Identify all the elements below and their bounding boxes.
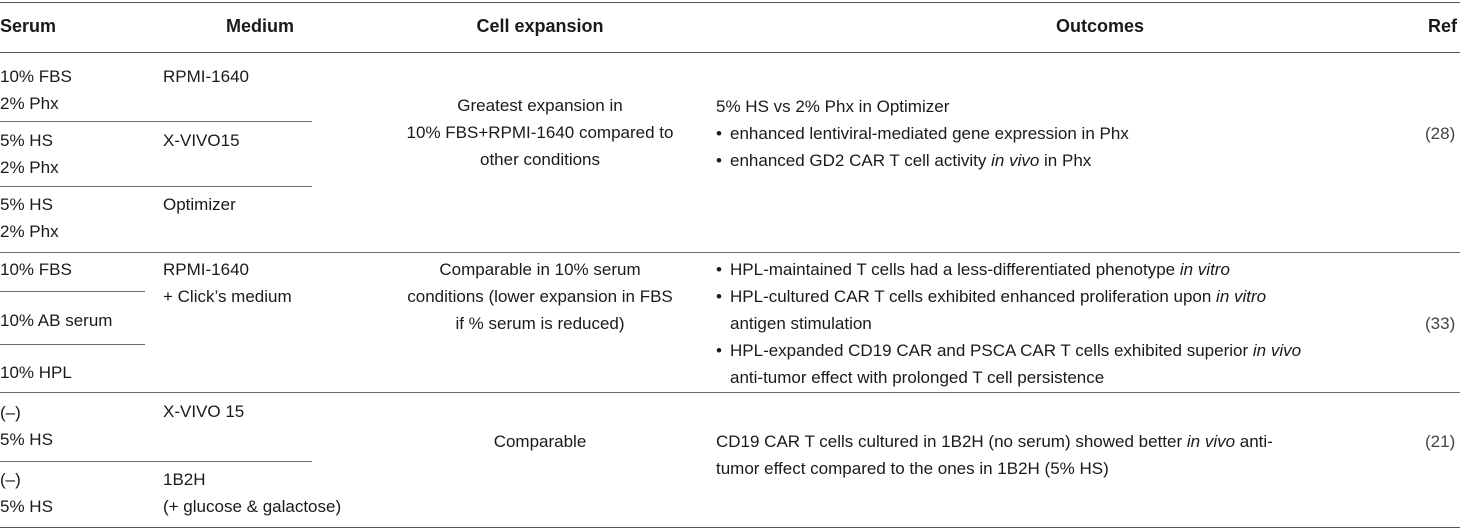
row3-cell-expansion: Comparable	[493, 432, 587, 451]
row2-bottom-rule	[0, 392, 1460, 393]
table-bottom-rule	[0, 527, 1460, 528]
header-serum: Serum	[0, 16, 57, 36]
row3-outcomes: CD19 CAR T cells cultured in 1B2H (no se…	[716, 432, 1273, 478]
header-medium: Medium	[226, 16, 295, 36]
header-cell-expansion: Cell expansion	[476, 16, 604, 36]
row1-outcome-bullet-1: enhanced lentiviral-mediated gene expres…	[716, 120, 1129, 147]
row3-medium-2: 1B2H (+ glucose & galactose)	[163, 470, 342, 516]
row2-ref: (33)	[1425, 314, 1456, 333]
row3-medium-1: X-VIVO 15	[163, 402, 245, 421]
row2-serum-2: 10% AB serum	[0, 311, 113, 330]
row1-outcome-bullet-2: enhanced GD2 CAR T cell activity in vivo…	[716, 147, 1129, 174]
table-top-rule	[0, 2, 1460, 3]
row1-ref: (28)	[1425, 124, 1456, 143]
header-outcomes: Outcomes	[1055, 16, 1145, 36]
row1-cell-expansion: Greatest expansion in 10% FBS+RPMI-1640 …	[406, 96, 674, 169]
header-bottom-rule	[0, 52, 1460, 53]
row1-bottom-rule	[0, 252, 1460, 253]
row2-outcome-bullet-1: HPL-maintained T cells had a less-differ…	[716, 256, 1301, 283]
row2-outcomes: HPL-maintained T cells had a less-differ…	[716, 256, 1301, 391]
row2-serum-1: 10% FBS	[0, 260, 72, 279]
row1-outcomes: 5% HS vs 2% Phx in Optimizer enhanced le…	[716, 93, 1129, 174]
row1-subdivider-2	[0, 186, 312, 187]
row3-serum-2: (–) 5% HS	[0, 470, 53, 516]
row1-subdivider-1	[0, 121, 312, 122]
row1-medium-3: Optimizer	[163, 195, 236, 214]
row2-serum-3: 10% HPL	[0, 363, 72, 382]
row2-subdivider-1	[0, 291, 145, 292]
row2-subdivider-2	[0, 344, 145, 345]
row2-outcome-bullet-2: HPL-cultured CAR T cells exhibited enhan…	[716, 283, 1301, 337]
row1-serum-2: 5% HS 2% Phx	[0, 131, 59, 177]
row2-medium: RPMI-1640 + Click’s medium	[163, 260, 292, 306]
row3-subdivider-1	[0, 461, 312, 462]
row1-serum-3: 5% HS 2% Phx	[0, 195, 59, 241]
row2-cell-expansion: Comparable in 10% serum conditions (lowe…	[407, 260, 673, 333]
row1-medium-1: RPMI-1640	[163, 67, 249, 86]
row2-outcome-bullet-3: HPL-expanded CD19 CAR and PSCA CAR T cel…	[716, 337, 1301, 391]
row3-serum-1: (–) 5% HS	[0, 403, 53, 449]
header-ref: Ref	[1428, 16, 1458, 36]
row3-ref: (21)	[1425, 432, 1456, 451]
row1-medium-2: X-VIVO15	[163, 131, 240, 150]
row1-serum-1: 10% FBS 2% Phx	[0, 67, 72, 113]
